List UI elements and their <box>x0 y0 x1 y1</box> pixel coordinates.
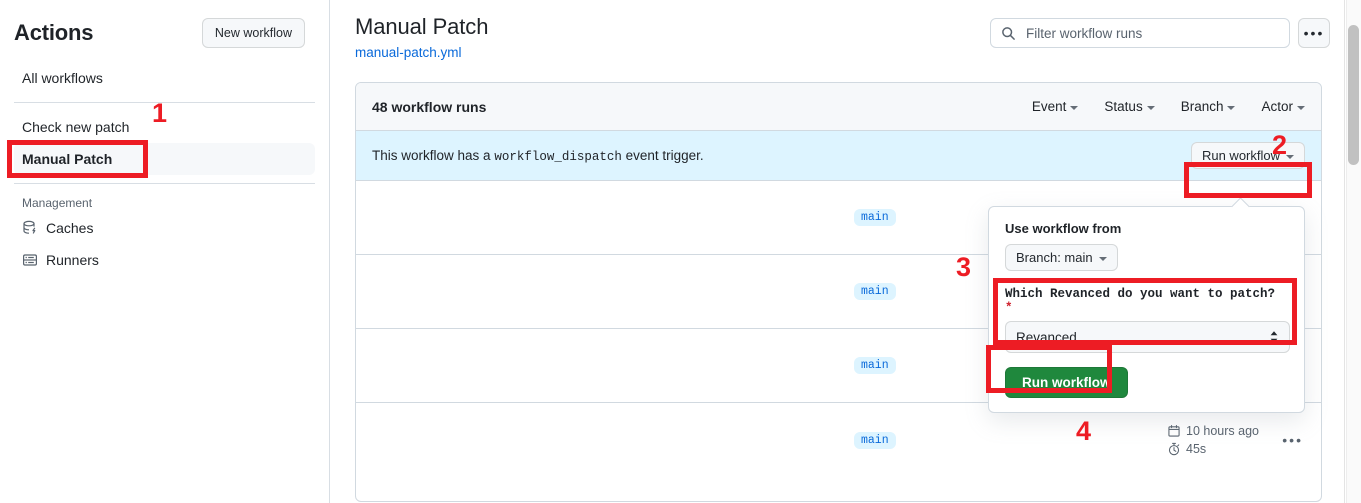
server-icon <box>22 252 38 268</box>
stopwatch-icon <box>1168 442 1180 456</box>
workflow-nav-list-2: Check new patch Manual Patch <box>0 111 329 175</box>
workflow-dispatch-banner: This workflow has a workflow_dispatch ev… <box>356 131 1321 181</box>
dispatch-banner-text: This workflow has a workflow_dispatch ev… <box>372 148 704 164</box>
calendar-icon <box>1168 425 1180 437</box>
workflow-file-link[interactable]: manual-patch.yml <box>355 45 462 60</box>
search-icon <box>1001 26 1016 41</box>
content-edge <box>1344 0 1345 503</box>
filter-status[interactable]: Status <box>1104 99 1155 114</box>
actions-sidebar: Actions New workflow All workflows Check… <box>0 0 330 503</box>
search-input[interactable] <box>1024 24 1279 42</box>
run-workflow-button-label: Run workflow <box>1201 148 1280 163</box>
run-workflow-popup: Use workflow from Branch: main Which Rev… <box>988 206 1305 413</box>
chevron-down-icon <box>1297 105 1305 110</box>
filter-event[interactable]: Event <box>1032 99 1079 114</box>
row-more-options-icon[interactable]: ••• <box>1282 432 1303 448</box>
table-row[interactable]: main <box>356 181 1321 255</box>
chevron-down-icon <box>1146 105 1155 110</box>
sidebar-item-runners[interactable]: Runners <box>14 244 315 276</box>
filter-branch[interactable]: Branch <box>1181 99 1236 114</box>
main-content: Manual Patch manual-patch.yml ••• <box>331 0 1346 503</box>
run-date-text: 10 hours ago <box>1186 424 1259 438</box>
management-section-label: Management <box>22 196 93 210</box>
scrollbar-thumb[interactable] <box>1348 25 1359 165</box>
chevron-down-icon <box>1286 154 1294 159</box>
sidebar-item-all-workflows[interactable]: All workflows <box>14 62 315 94</box>
dispatch-text-after: event trigger. <box>625 147 704 163</box>
branch-chip: main <box>854 431 896 449</box>
filter-bar: Event Status Branch Actor <box>1032 99 1305 114</box>
input-field-label-text: Which Revanced do you want to patch? <box>1005 287 1276 301</box>
input-field-label: Which Revanced do you want to patch? * <box>1005 287 1288 315</box>
sidebar-item-label: Check new patch <box>22 119 130 135</box>
sidebar-divider <box>14 102 315 103</box>
annotation-number-2: 2 <box>1272 130 1288 160</box>
branch-chip: main <box>854 209 896 226</box>
sidebar-divider-2 <box>14 183 315 184</box>
search-area <box>990 18 1290 48</box>
filter-actor[interactable]: Actor <box>1261 99 1305 114</box>
use-workflow-from-label: Use workflow from <box>1005 221 1122 236</box>
stepper-icon <box>1269 330 1279 344</box>
sidebar-item-label: Caches <box>46 220 94 236</box>
new-workflow-button[interactable]: New workflow <box>201 18 305 48</box>
required-marker: * <box>1005 301 1013 315</box>
revanced-select[interactable]: Revanced <box>1005 321 1290 353</box>
search-box[interactable] <box>990 18 1290 48</box>
run-duration: 45s <box>1167 442 1206 456</box>
management-nav-list: Caches Runners <box>0 212 329 276</box>
filter-label: Branch <box>1180 99 1224 114</box>
kebab-icon: ••• <box>1303 25 1325 41</box>
workflow-nav-list: All workflows <box>0 62 329 94</box>
sidebar-header: Actions New workflow <box>0 0 329 62</box>
sidebar-title: Actions <box>14 20 94 45</box>
dispatch-text-before: This workflow has a <box>372 147 491 163</box>
workflow-header: Manual Patch manual-patch.yml ••• <box>331 0 1346 62</box>
filter-label: Actor <box>1261 99 1293 114</box>
branch-select-button[interactable]: Branch: main <box>1005 244 1118 271</box>
run-workflow-dropdown-button[interactable]: Run workflow <box>1190 142 1305 169</box>
chevron-down-icon <box>1070 105 1079 110</box>
submit-run-workflow-button[interactable]: Run workflow <box>1005 367 1128 398</box>
sidebar-item-label: Runners <box>46 252 99 268</box>
workflow-run-count: 48 workflow runs <box>372 98 487 115</box>
database-icon <box>22 220 38 236</box>
run-date: 10 hours ago <box>1167 424 1259 438</box>
filter-label: Event <box>1031 99 1067 114</box>
sidebar-item-label: Manual Patch <box>22 151 113 167</box>
dispatch-event-name: workflow_dispatch <box>494 149 622 164</box>
run-meta: 10 hours ago 45s <box>1167 424 1259 456</box>
vertical-scrollbar[interactable] <box>1346 0 1361 503</box>
annotation-number-1: 1 <box>152 98 168 128</box>
filter-label: Status <box>1104 99 1143 114</box>
revanced-select-value: Revanced <box>1016 329 1077 345</box>
chevron-down-icon <box>1227 105 1236 110</box>
run-duration-text: 45s <box>1186 442 1207 456</box>
sidebar-item-manual-patch[interactable]: Manual Patch <box>8 143 315 175</box>
page-title: Manual Patch <box>355 14 489 39</box>
table-row[interactable]: main <box>356 255 1321 329</box>
more-options-button[interactable]: ••• <box>1298 18 1330 48</box>
runs-panel-header: 48 workflow runs Event Status Branch <box>356 83 1321 131</box>
sidebar-item-label: All workflows <box>22 70 103 86</box>
branch-select-label: Branch: main <box>1016 250 1093 265</box>
sidebar-item-caches[interactable]: Caches <box>14 212 315 244</box>
table-row[interactable]: main 10 hours ago <box>356 403 1321 477</box>
branch-chip: main <box>854 357 896 374</box>
annotation-number-3: 3 <box>956 252 972 282</box>
sidebar-item-check-new-patch[interactable]: Check new patch <box>14 111 315 143</box>
chevron-down-icon <box>1098 256 1107 261</box>
branch-chip: main <box>854 283 896 300</box>
annotation-number-4: 4 <box>1076 416 1092 446</box>
